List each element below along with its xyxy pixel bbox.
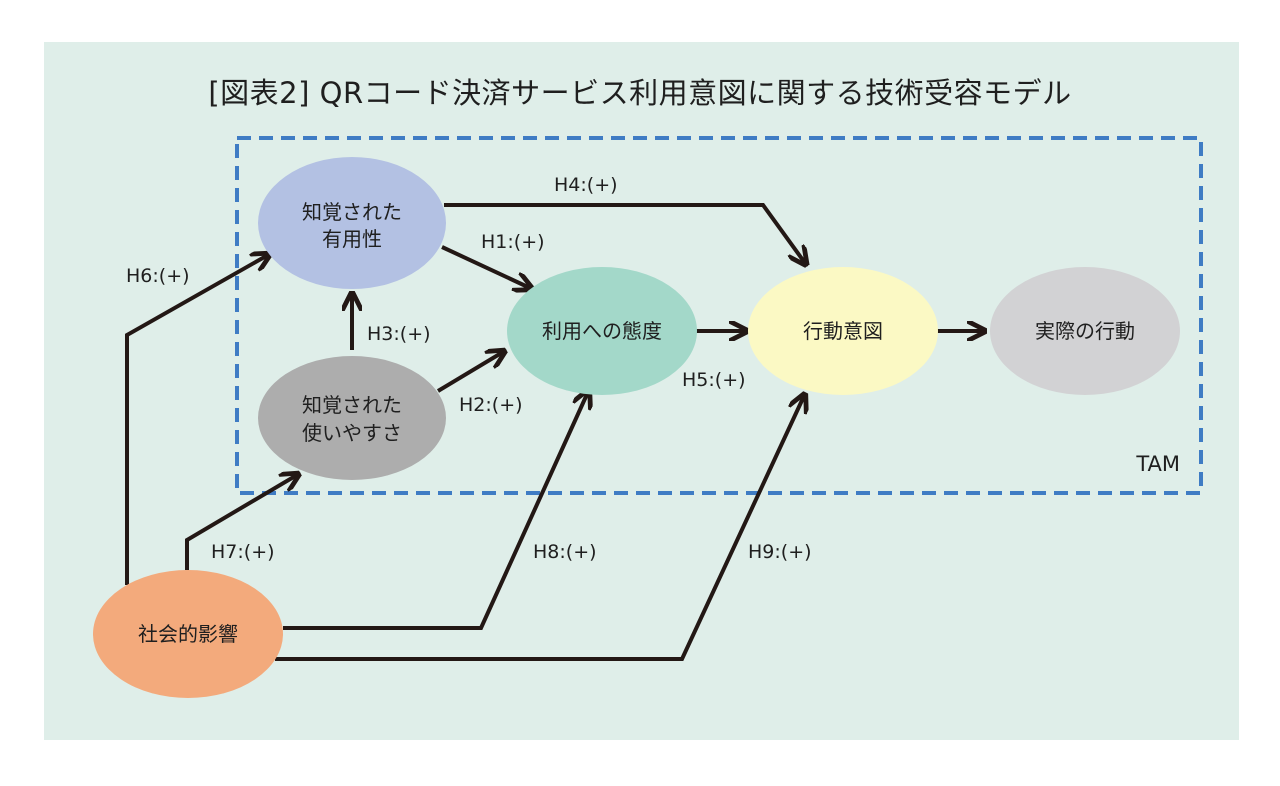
label-h4: H4:(+) bbox=[554, 174, 618, 196]
node-attitude: 利用への態度 bbox=[507, 267, 697, 395]
label-h3: H3:(+) bbox=[367, 323, 431, 345]
arrow-h7 bbox=[185, 475, 297, 570]
label-h8: H8:(+) bbox=[533, 541, 597, 563]
tam-label: TAM bbox=[1135, 452, 1180, 476]
label-h9: H9:(+) bbox=[748, 541, 812, 563]
label-h5: H5:(+) bbox=[682, 369, 746, 391]
arrow-h8 bbox=[283, 392, 588, 630]
node-intention-label: 行動意図 bbox=[803, 319, 883, 343]
node-usefulness: 知覚された 有用性 bbox=[258, 157, 446, 289]
arrow-h2 bbox=[436, 352, 503, 393]
node-ease-of-use-line2: 使いやすさ bbox=[302, 421, 402, 445]
node-social-label: 社会的影響 bbox=[138, 622, 238, 646]
node-social: 社会的影響 bbox=[93, 570, 283, 698]
node-actual: 実際の行動 bbox=[990, 267, 1180, 395]
node-intention: 行動意図 bbox=[748, 267, 938, 395]
label-h7: H7:(+) bbox=[211, 541, 275, 563]
arrow-h4 bbox=[444, 203, 805, 263]
label-h6: H6:(+) bbox=[126, 265, 190, 287]
node-attitude-label: 利用への態度 bbox=[542, 319, 662, 343]
label-h1: H1:(+) bbox=[481, 231, 545, 253]
node-usefulness-line2: 有用性 bbox=[322, 227, 382, 251]
node-ease-of-use-line1: 知覚された bbox=[302, 393, 402, 417]
arrow-h9 bbox=[275, 396, 804, 661]
arrow-h1 bbox=[441, 245, 530, 288]
diagram-title: [図表2] QRコード決済サービス利用意図に関する技術受容モデル bbox=[208, 76, 1072, 110]
node-actual-label: 実際の行動 bbox=[1035, 319, 1135, 343]
arrow-h6 bbox=[125, 255, 268, 585]
node-ease-of-use: 知覚された 使いやすさ bbox=[258, 356, 446, 480]
label-h2: H2:(+) bbox=[459, 394, 523, 416]
node-usefulness-line1: 知覚された bbox=[302, 200, 402, 224]
